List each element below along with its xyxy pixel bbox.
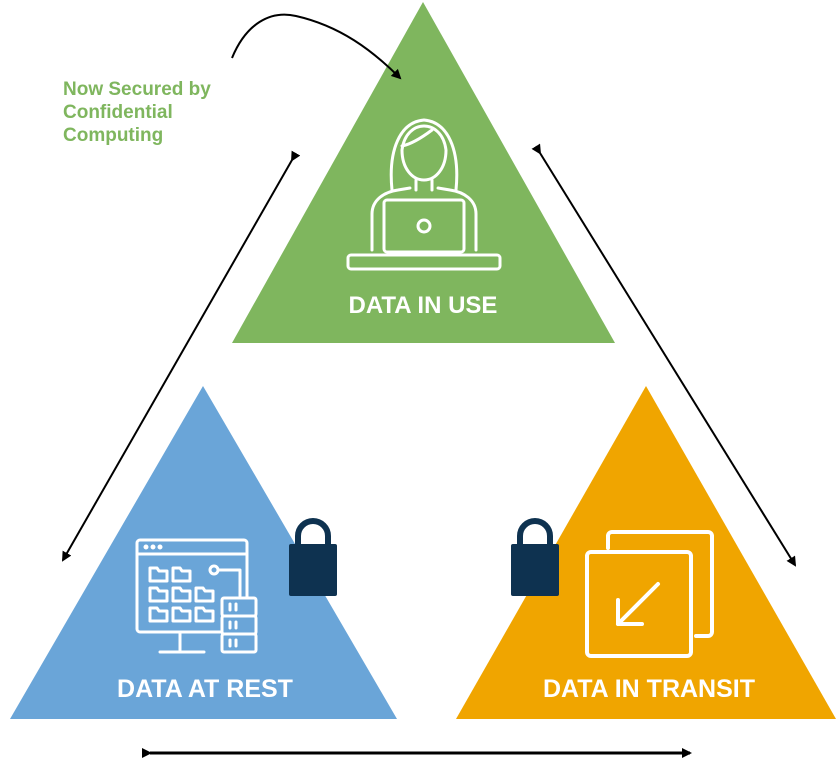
padlock-icon	[289, 518, 337, 596]
data-in-transit-label: DATA IN TRANSIT	[543, 675, 755, 703]
use-rest-arrow	[62, 150, 301, 562]
data-at-rest-label: DATA AT REST	[117, 675, 293, 703]
callout-arrow	[231, 13, 402, 80]
data-in-use-triangle	[232, 2, 615, 343]
data-in-use-label: DATA IN USE	[349, 292, 498, 319]
padlock-icon	[511, 518, 559, 596]
use-transit-arrow	[531, 143, 797, 567]
person-with-laptop-icon	[346, 118, 502, 271]
confidential-computing-callout: Now Secured by Confidential Computing	[63, 79, 211, 146]
